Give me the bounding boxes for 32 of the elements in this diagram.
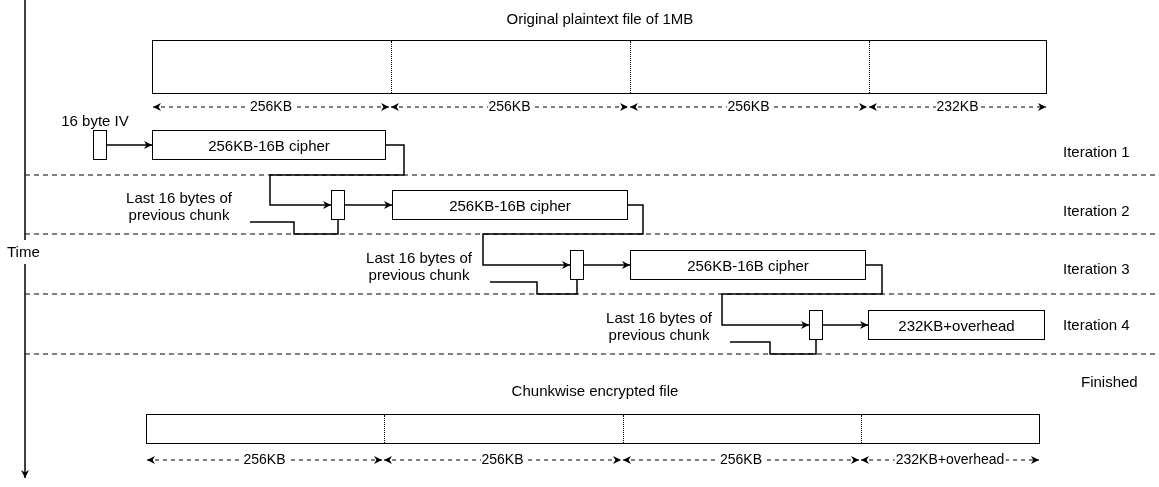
small-box bbox=[93, 130, 107, 160]
connector-line bbox=[729, 339, 817, 355]
small-box bbox=[331, 190, 345, 220]
file-bar bbox=[146, 414, 1040, 444]
file-bar bbox=[152, 40, 1047, 94]
side-label: Iteration 1 bbox=[1063, 143, 1130, 161]
process-box: 256KB-16B cipher bbox=[152, 130, 386, 160]
arrow bbox=[721, 264, 883, 329]
note-text: Last 16 bytes of previous chunk bbox=[588, 303, 730, 348]
note-text: Last 16 bytes of previous chunk bbox=[108, 183, 250, 228]
connector-line bbox=[489, 279, 578, 295]
note-text: Last 16 bytes of previous chunk bbox=[348, 243, 490, 288]
process-box: 232KB+overhead bbox=[868, 310, 1045, 340]
caption-text: 16 byte IV bbox=[61, 112, 129, 130]
caption-text: Original plaintext file of 1MB bbox=[506, 10, 694, 28]
process-box: 256KB-16B cipher bbox=[392, 190, 628, 220]
process-box: 256KB-16B cipher bbox=[630, 250, 866, 280]
arrow bbox=[344, 201, 393, 209]
caption-text: Chunkwise encrypted file bbox=[511, 382, 679, 400]
small-box bbox=[570, 250, 584, 280]
side-label: Iteration 3 bbox=[1063, 260, 1130, 278]
arrow bbox=[106, 141, 153, 149]
side-label: Time bbox=[7, 240, 40, 264]
connector-line bbox=[249, 219, 339, 235]
side-label: Iteration 4 bbox=[1063, 316, 1130, 334]
arrow bbox=[482, 204, 644, 269]
small-box bbox=[809, 310, 823, 340]
arrow bbox=[269, 144, 405, 209]
side-label: Finished bbox=[1081, 373, 1138, 391]
arrow bbox=[822, 321, 869, 329]
arrow bbox=[583, 261, 631, 269]
side-label: Iteration 2 bbox=[1063, 202, 1130, 220]
